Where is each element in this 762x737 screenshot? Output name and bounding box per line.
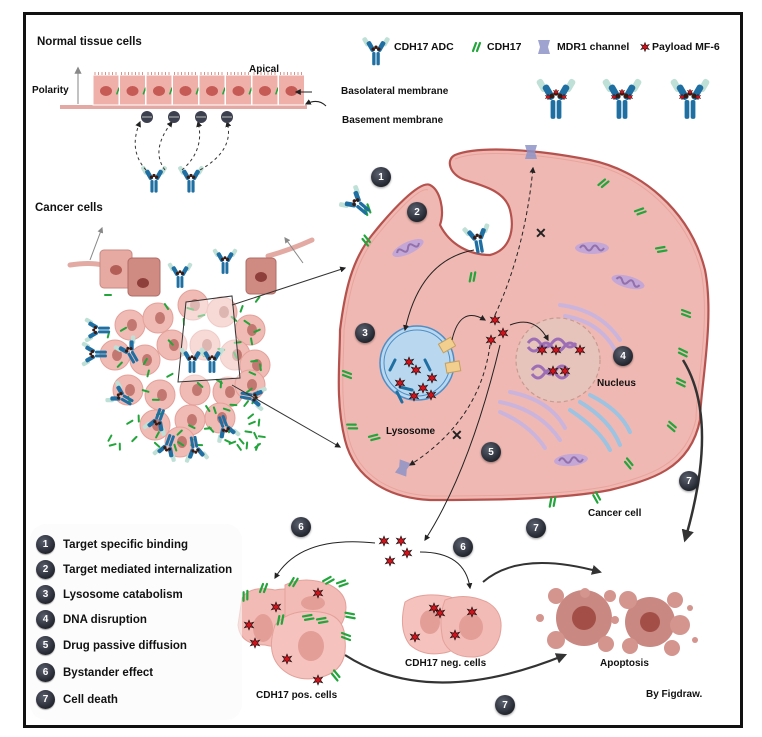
basement-arrow bbox=[304, 99, 327, 107]
step-label: Lysosome catabolism bbox=[63, 588, 183, 601]
step-label: Target mediated internalization bbox=[63, 563, 233, 576]
steps-legend bbox=[30, 524, 242, 720]
svg-text:✕: ✕ bbox=[451, 427, 463, 443]
step-badge-1: 1 bbox=[371, 167, 391, 187]
step-badge-4: 4 bbox=[613, 346, 633, 366]
step-badge-6a: 6 bbox=[291, 517, 311, 537]
legend-step-6: 6 Bystander effect bbox=[36, 663, 153, 682]
step-label: Drug passive diffusion bbox=[63, 639, 187, 652]
loaded-antibodies bbox=[535, 77, 711, 119]
step-badge-7c: 7 bbox=[495, 695, 515, 715]
nucleus-label: Nucleus bbox=[597, 378, 636, 389]
cancer-cell-main: ✕ ✕ bbox=[336, 145, 710, 543]
step-label: Target specific binding bbox=[63, 538, 189, 551]
key-label: CDH17 bbox=[487, 41, 522, 53]
step-badge-6b: 6 bbox=[453, 537, 473, 557]
step-label: Bystander effect bbox=[63, 666, 154, 679]
step-badge-5: 5 bbox=[481, 442, 501, 462]
basolateral-membrane-label: Basolateral membrane bbox=[341, 86, 449, 97]
key-label: CDH17 ADC bbox=[394, 41, 454, 53]
cdh17-neg-cells-label: CDH17 neg. cells bbox=[405, 658, 487, 669]
legend-step-7: 7 Cell death bbox=[36, 690, 118, 709]
basement-membrane-label: Basement membrane bbox=[342, 115, 444, 126]
key-payload: Payload MF-6 bbox=[652, 41, 720, 53]
step-badge-7a: 7 bbox=[679, 471, 699, 491]
step-badge-7b: 7 bbox=[526, 518, 546, 538]
apical-label: Apical bbox=[249, 64, 280, 75]
apoptotic-cells bbox=[536, 588, 698, 656]
key-label: MDR1 channel bbox=[557, 41, 630, 53]
step-number-badge: 3 bbox=[36, 585, 55, 604]
basement-antibodies bbox=[134, 111, 233, 193]
step-label: DNA disruption bbox=[63, 613, 147, 626]
cdh17-neg-cells bbox=[401, 594, 502, 658]
bystander-payload bbox=[274, 535, 602, 684]
legend-step-1: 1 Target specific binding bbox=[36, 535, 188, 554]
cancer-cell-label: Cancer cell bbox=[588, 508, 642, 519]
polarity-label: Polarity bbox=[32, 85, 69, 96]
step-badge-3: 3 bbox=[355, 323, 375, 343]
lysosome-label: Lysosome bbox=[386, 426, 436, 437]
cdh17-pos-cells bbox=[237, 573, 356, 686]
cancer-cell-cluster bbox=[67, 226, 347, 464]
step-number-badge: 6 bbox=[36, 663, 55, 682]
apoptosis-label: Apoptosis bbox=[600, 658, 649, 669]
legend-step-2: 2 Target mediated internalization bbox=[36, 560, 232, 579]
legend-step-5: 5 Drug passive diffusion bbox=[36, 636, 187, 655]
step-number-badge: 1 bbox=[36, 535, 55, 554]
key-cdh17: CDH17 bbox=[487, 41, 521, 53]
cdh17-pos-cells-label: CDH17 pos. cells bbox=[256, 690, 338, 701]
step-number-badge: 5 bbox=[36, 636, 55, 655]
step-badge-2: 2 bbox=[407, 202, 427, 222]
step-number-badge: 2 bbox=[36, 560, 55, 579]
normal-tissue-title: Normal tissue cells bbox=[37, 36, 142, 48]
legend-step-4: 4 DNA disruption bbox=[36, 610, 147, 629]
normal-tissue-epithelium bbox=[60, 66, 307, 109]
step-number-badge: 4 bbox=[36, 610, 55, 629]
svg-text:✕: ✕ bbox=[535, 225, 547, 241]
key-label: Payload MF-6 bbox=[652, 41, 720, 53]
figdraw-credit: By Figdraw. bbox=[646, 689, 703, 700]
step-number-badge: 7 bbox=[36, 690, 55, 709]
legend-step-3: 3 Lysosome catabolism bbox=[36, 585, 183, 604]
step-label: Cell death bbox=[63, 693, 118, 706]
key-mdr1: MDR1 channel bbox=[557, 41, 629, 53]
cancer-cells-title: Cancer cells bbox=[35, 202, 103, 214]
key-cdh17-adc: CDH17 ADC bbox=[394, 41, 454, 53]
